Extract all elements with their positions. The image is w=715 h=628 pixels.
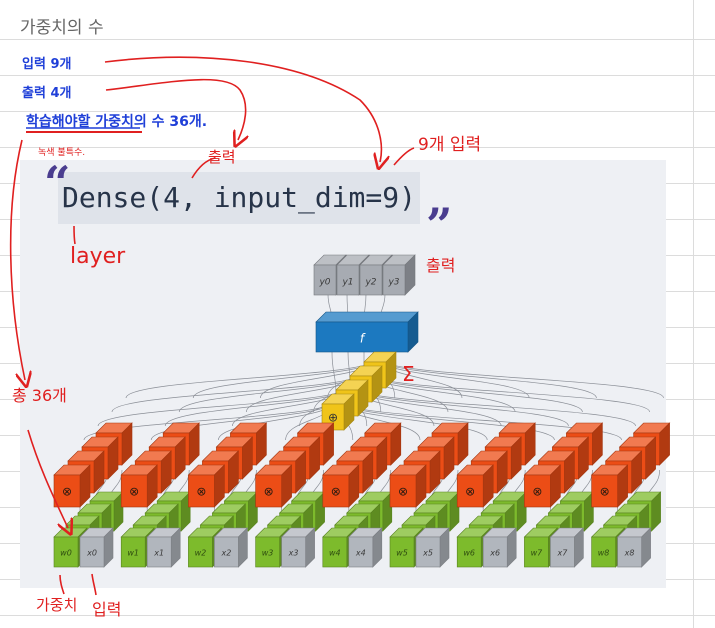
total-note: 총 36개 <box>12 386 67 405</box>
input-label: x8 <box>624 549 635 558</box>
input-block <box>482 527 517 568</box>
input-block <box>415 527 450 568</box>
block-stacks: y0 y1 y2 y3 f ⊕ ⊗ w0 x0 ⊗ w1 x1 ⊗ w2 x2 ⊗ w3 x3 ⊗ w4 x4 ⊗ w5 x5… <box>53 254 671 568</box>
input-block <box>549 527 585 568</box>
mult-block <box>187 464 226 508</box>
output-label: y0 <box>318 278 330 288</box>
mult-block <box>590 464 629 508</box>
input-arrow <box>104 56 381 162</box>
close-quote: ” <box>426 198 453 252</box>
weight-label: w5 <box>396 549 408 558</box>
nine-inputs-label: 9개 입력 <box>418 135 482 155</box>
input-label: x4 <box>355 549 366 558</box>
mult-block <box>254 464 293 508</box>
input-block <box>348 527 383 568</box>
input-label: x2 <box>220 549 231 558</box>
weight-label: w4 <box>329 549 341 558</box>
mult-symbol: ⊗ <box>196 485 206 499</box>
input-label-tick <box>91 573 97 596</box>
sum-symbol: ⊕ <box>328 411 338 425</box>
code-snippet: Dense(4, input_dim=9) <box>58 172 420 224</box>
mult-symbol: ⊗ <box>600 485 610 499</box>
output-label: y3 <box>387 278 399 288</box>
open-quote: “ <box>44 156 71 210</box>
weight-label: w1 <box>127 549 139 558</box>
layer-label: layer <box>70 244 126 269</box>
output-arrow <box>105 78 246 140</box>
activation-block <box>315 311 419 353</box>
input-label: x1 <box>153 549 164 558</box>
weight-label: w0 <box>60 549 72 558</box>
sigma-note: Σ <box>402 362 415 386</box>
weight-label: 가중치 <box>36 596 78 614</box>
mult-block <box>389 464 427 508</box>
mult-block <box>53 464 91 508</box>
output-label-top: 출력 <box>208 148 236 166</box>
weight-arrow <box>27 429 68 528</box>
output-count-note: 출력 4개 <box>22 86 72 101</box>
input-count-note: 입력 9개 <box>22 57 72 72</box>
layer-tick <box>73 225 76 245</box>
input-block <box>213 527 249 568</box>
input-block <box>79 527 114 568</box>
mult-symbol: ⊗ <box>331 485 341 499</box>
weight-label: w6 <box>463 549 475 558</box>
mult-symbol: ⊗ <box>398 485 408 499</box>
mult-block <box>523 464 562 508</box>
mult-block <box>120 464 158 508</box>
weight-block <box>456 527 491 568</box>
input-block <box>280 527 316 568</box>
input-label: x7 <box>556 549 568 558</box>
weight-label: w3 <box>262 549 274 558</box>
input-block <box>146 527 181 568</box>
input-label: x0 <box>86 549 97 558</box>
mult-symbol: ⊗ <box>465 485 475 499</box>
margin-line <box>693 0 694 628</box>
mult-symbol: ⊗ <box>532 485 542 499</box>
weight-label: w2 <box>195 549 207 558</box>
annotation-strokes <box>9 56 415 596</box>
weight-label: w8 <box>598 549 610 558</box>
learnable-weights-note: 학습해야할 가중치의 수 36개. <box>26 114 208 130</box>
mult-block <box>322 464 360 508</box>
weight-label-tick <box>59 574 65 595</box>
input-label: 입력 <box>92 600 122 619</box>
mult-symbol: ⊗ <box>62 485 72 499</box>
input-label: x3 <box>288 549 299 558</box>
output-label: y2 <box>364 278 376 288</box>
output-label-right: 출력 <box>426 256 456 275</box>
input-label: x6 <box>489 549 500 558</box>
activation-label: f <box>360 332 366 346</box>
total-arrow <box>9 139 25 380</box>
mult-symbol: ⊗ <box>264 485 274 499</box>
nine-input-tick <box>393 147 415 166</box>
output-tick <box>191 157 216 179</box>
notes-title: 가중치의 수 <box>20 18 104 38</box>
mult-block <box>456 464 494 508</box>
mult-symbol: ⊗ <box>129 485 139 499</box>
output-label: y1 <box>341 278 353 288</box>
input-block <box>616 527 652 568</box>
output-block <box>382 254 416 296</box>
input-label: x5 <box>422 549 433 558</box>
small-note: 녹색 불특수. <box>38 148 86 158</box>
weight-label: w7 <box>531 549 544 558</box>
